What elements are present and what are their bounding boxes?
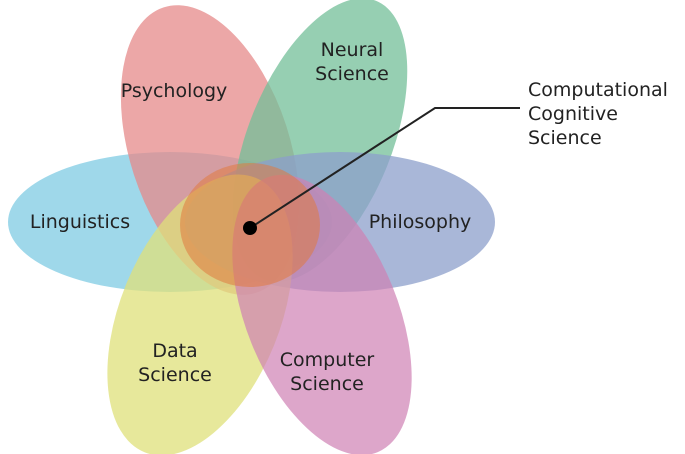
leader-line: [249, 107, 520, 229]
philosophy-label: Philosophy: [369, 211, 472, 233]
linguistics-label: Linguistics: [30, 211, 130, 233]
psychology-label: Psychology: [121, 80, 228, 102]
center-dot: [243, 221, 257, 235]
intersection-region: [180, 107, 520, 287]
